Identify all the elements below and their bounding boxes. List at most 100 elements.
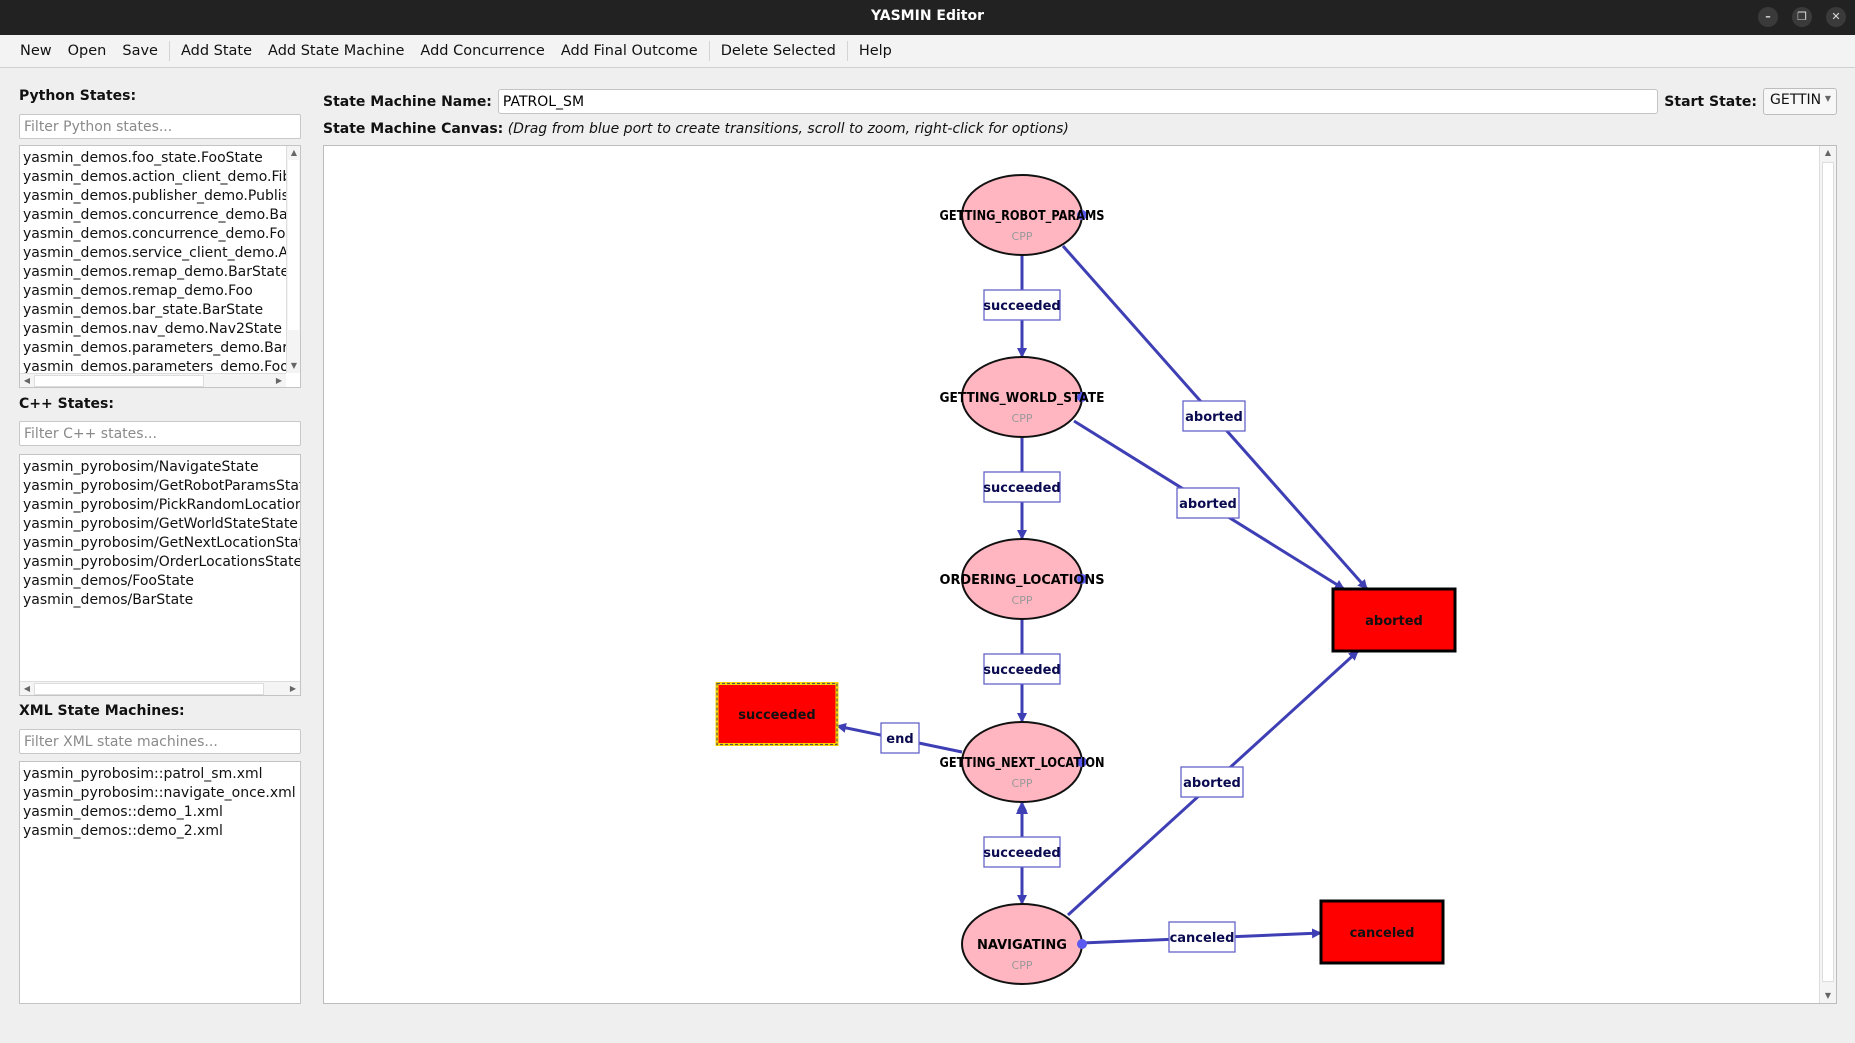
toolbar-separator [168,41,170,61]
toolbar-add-concurrence-button[interactable]: Add Concurrence [420,43,545,59]
port-icon[interactable] [1077,939,1087,949]
vertical-scrollbar[interactable]: ▲▼ [286,146,300,373]
transition-label: aborted [1179,497,1237,512]
toolbar-help-button[interactable]: Help [858,43,892,59]
outcome-node[interactable] [1331,587,1457,653]
scrollbar-thumb[interactable] [1822,162,1834,982]
cpp-states-filter[interactable] [19,421,301,446]
transition-label-box[interactable] [983,653,1061,685]
transition-label: canceled [1170,931,1235,946]
restore-icon[interactable]: ❐ [1792,7,1812,27]
xml-machines-label: XML State Machines: [19,703,185,719]
list-item[interactable]: yasmin_demos.concurrence_demo.FooState [23,226,286,242]
selection-outline [716,682,838,746]
transition-label-box[interactable] [1168,921,1236,953]
cpp-states-label: C++ States: [19,396,114,412]
list-item[interactable]: yasmin_pyrobosim/GetRobotParamsState [23,478,300,494]
toolbar-open-button[interactable]: Open [67,43,107,59]
python-states-list[interactable]: yasmin_demos.foo_state.FooState yasmin_de… [19,145,301,388]
scroll-down-icon[interactable]: ▼ [1824,991,1832,1000]
list-item[interactable]: yasmin_pyrobosim/GetNextLocationState [23,535,300,551]
toolbar-add-state-machine-button[interactable]: Add State Machine [268,43,405,59]
transition-label: aborted [1185,410,1243,425]
transition-label-box[interactable] [983,836,1061,868]
state-name: GETTING_ROBOT_PARAMS [940,209,1105,224]
list-item[interactable]: yasmin_demos.bar_state.BarState [23,302,264,318]
port-icon[interactable] [1077,392,1087,402]
outcome-label: succeeded [738,708,815,723]
state-type: CPP [1012,777,1033,790]
state-type: CPP [1012,594,1033,607]
transition-label-box[interactable] [1180,766,1244,798]
toolbar-add-state-button[interactable]: Add State [180,43,253,59]
arrowhead-icon [1016,802,1028,814]
transition-label-box[interactable] [1176,487,1240,519]
scrollbar-thumb[interactable] [288,160,299,330]
list-item[interactable]: yasmin_pyrobosim/OrderLocationsState [23,554,300,570]
scroll-up-icon[interactable]: ▲ [290,148,298,157]
list-item[interactable]: yasmin_pyrobosim/PickRandomLocationState [23,497,300,513]
canvas-label-row: State Machine Canvas: (Drag from blue po… [323,121,1069,137]
toolbar-add-final-outcome-button[interactable]: Add Final Outcome [560,43,698,59]
toolbar-save-button[interactable]: Save [122,43,158,59]
scroll-up-icon[interactable]: ▲ [1824,148,1832,157]
state-type: CPP [1012,412,1033,425]
cpp-states-list[interactable]: yasmin_pyrobosim/NavigateState yasmin_pyr… [19,454,301,696]
list-item[interactable]: yasmin_demos.remap_demo.Foo [23,283,253,299]
minimize-icon[interactable]: – [1758,7,1778,27]
graph-svg[interactable]: succeeded aborted succeeded aborted succeede… [324,146,1820,1003]
list-item[interactable]: yasmin_demos.concurrence_demo.BarState [23,207,286,223]
port-icon[interactable] [1077,210,1087,220]
close-icon[interactable]: ✕ [1826,7,1846,27]
list-item[interactable]: yasmin_demos/BarState [23,592,194,608]
scroll-left-icon[interactable]: ◀ [23,684,31,693]
list-item[interactable]: yasmin_pyrobosim/NavigateState [23,459,259,475]
list-item[interactable]: yasmin_demos.remap_demo.BarState [23,264,286,280]
outcome-node[interactable] [1319,899,1445,965]
canvas-vertical-scrollbar[interactable]: ▲ ▼ [1819,146,1836,1003]
start-state-combo[interactable]: GETTIN ▼ [1763,88,1837,115]
scrollbar-thumb[interactable] [34,683,264,695]
transition-label-box[interactable] [1182,400,1246,432]
list-item[interactable]: yasmin_demos.parameters_demo.FooState [23,359,286,375]
scroll-down-icon[interactable]: ▼ [290,361,298,370]
sm-name-input[interactable] [497,89,1659,114]
list-item[interactable]: yasmin_demos::demo_1.xml [23,804,223,820]
horizontal-scrollbar[interactable]: ◀▶ [20,681,300,695]
list-item[interactable]: yasmin_pyrobosim/GetWorldStateState [23,516,298,532]
transition-label-box[interactable] [983,471,1061,503]
transition-label-box[interactable] [880,722,920,754]
list-item[interactable]: yasmin_demos::demo_2.xml [23,823,223,839]
port-icon[interactable] [1077,757,1087,767]
chevron-down-icon: ▼ [1824,94,1831,103]
transition-label-box[interactable] [983,289,1061,321]
scroll-right-icon[interactable]: ▶ [275,376,283,385]
toolbar: New Open Save Add State Add State Machine Add… [0,35,1855,68]
scroll-right-icon[interactable]: ▶ [289,684,297,693]
list-item[interactable]: yasmin_demos.parameters_demo.BarState [23,340,286,356]
state-machine-canvas[interactable]: succeeded aborted succeeded aborted succeede… [323,145,1837,1004]
list-item[interactable]: yasmin_demos/FooState [23,573,195,589]
horizontal-scrollbar[interactable]: ◀▶ [20,373,286,387]
transition-label: succeeded [983,481,1060,496]
list-item[interactable]: yasmin_pyrobosim::patrol_sm.xml [23,766,263,782]
transition-label: succeeded [983,299,1060,314]
toolbar-delete-selected-button[interactable]: Delete Selected [720,43,836,59]
list-item[interactable]: yasmin_demos.foo_state.FooState [23,150,263,166]
toolbar-new-button[interactable]: New [20,43,52,59]
window-title: YASMIN Editor [870,8,985,24]
list-item[interactable]: yasmin_pyrobosim::navigate_once.xml [23,785,296,801]
scroll-left-icon[interactable]: ◀ [23,376,31,385]
list-item[interactable]: yasmin_demos.nav_demo.Nav2State [23,321,282,337]
python-states-filter[interactable] [19,114,301,139]
xml-machines-filter[interactable] [19,729,301,754]
list-item[interactable]: yasmin_demos.action_client_demo.Fibonacc… [23,169,286,185]
list-item[interactable]: yasmin_demos.service_client_demo.AddTwoI… [23,245,286,261]
list-item[interactable]: yasmin_demos.publisher_demo.PublishState [23,188,286,204]
outcome-label: canceled [1350,926,1415,941]
state-name: GETTING_WORLD_STATE [940,391,1105,406]
scrollbar-thumb[interactable] [34,375,204,387]
toolbar-separator [708,41,710,61]
port-icon[interactable] [1077,574,1087,584]
